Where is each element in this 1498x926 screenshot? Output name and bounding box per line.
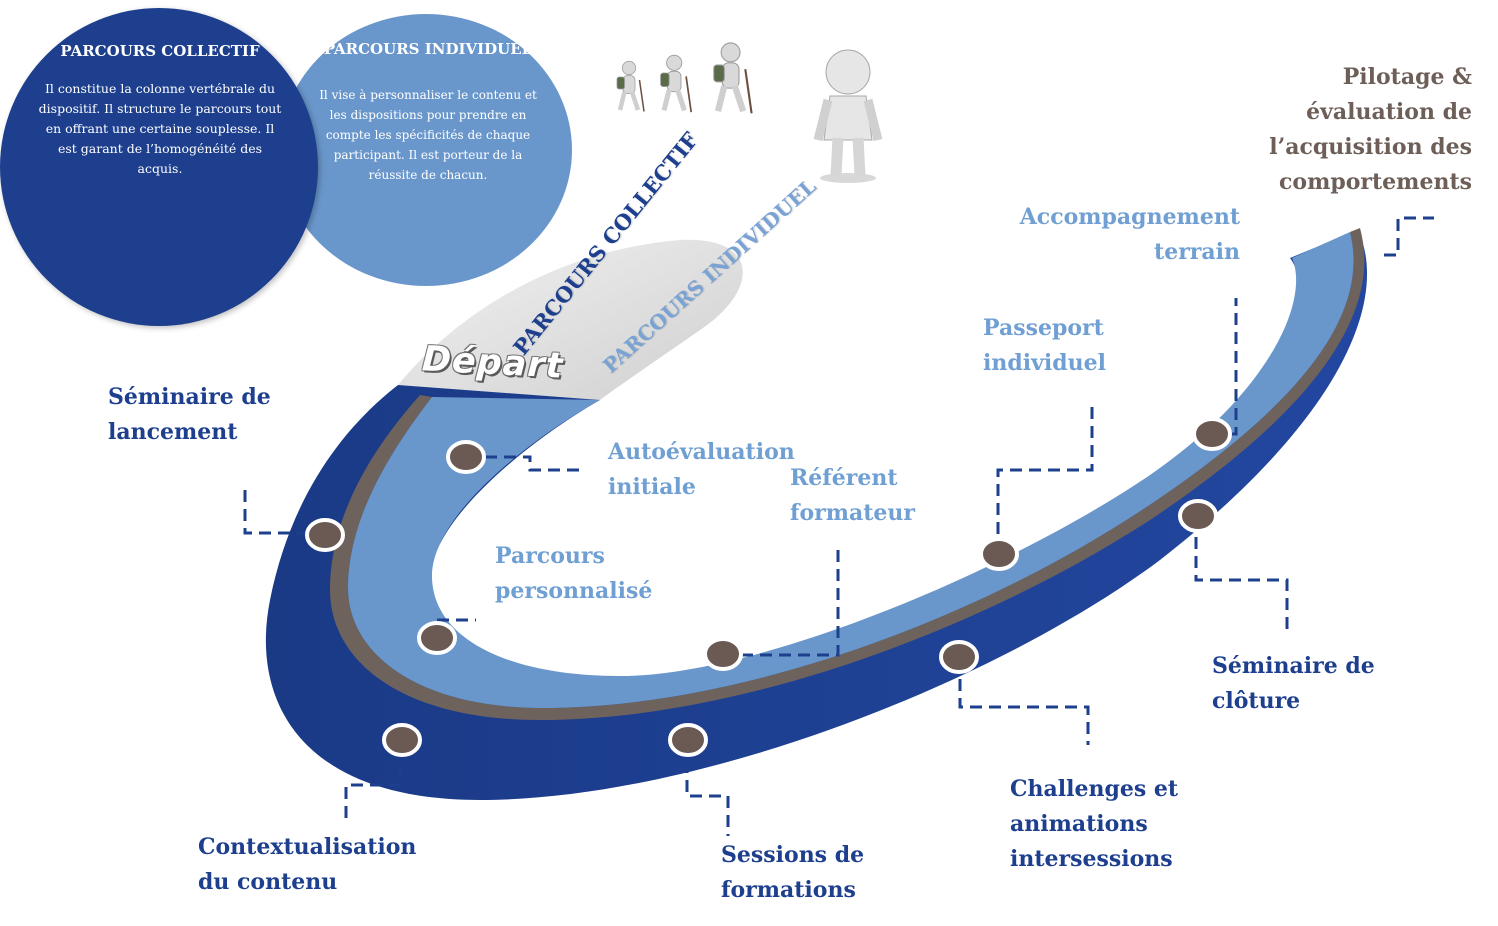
step-accompagnement-terrain: Accompagnement terrain xyxy=(1019,204,1240,265)
markers xyxy=(305,417,1232,757)
marker-sessions xyxy=(668,723,708,757)
marker-seminaire-lancement xyxy=(305,518,345,552)
marker-accompagnement xyxy=(1192,417,1232,451)
person-icon xyxy=(813,49,883,183)
step-seminaire-lancement: Séminaire de lancement xyxy=(108,384,271,445)
marker-parcours-perso xyxy=(417,621,457,655)
depart-platform xyxy=(398,239,743,400)
circle-collectif-text: Il constitue la colonne vertébrale du di… xyxy=(38,81,282,176)
circle-individuel-text: Il vise à personnaliser le contenu et le… xyxy=(319,88,537,182)
circle-collectif-title: PARCOURS COLLECTIF xyxy=(60,42,260,60)
step-challenges: Challenges et animations intersessions xyxy=(1010,776,1179,872)
step-seminaire-cloture: Séminaire de clôture xyxy=(1212,653,1375,714)
circle-parcours-collectif: PARCOURS COLLECTIF Il constitue la colon… xyxy=(0,8,318,326)
marker-autoevaluation xyxy=(446,440,486,474)
depart-label: Départ xyxy=(421,339,565,387)
step-passeport-individuel: Passeport individuel xyxy=(983,315,1106,376)
connector-referent xyxy=(722,548,840,657)
step-referent-formateur: Référent formateur xyxy=(790,465,916,526)
marker-seminaire-cloture xyxy=(1178,499,1218,533)
step-pilotage-evaluation: Pilotage & évaluation de l’acquisition d… xyxy=(1269,64,1472,195)
step-autoevaluation: Autoévaluation initiale xyxy=(608,439,795,500)
connector-challenges xyxy=(958,660,1090,745)
connector-contextualisation xyxy=(344,742,402,818)
hikers-icon xyxy=(616,42,753,114)
connector-sessions xyxy=(685,742,730,836)
track-individuel xyxy=(348,232,1354,708)
connectors xyxy=(243,216,1434,836)
connector-autoevaluation xyxy=(466,455,580,472)
circle-individuel-title: PARCOURS INDIVIDUEL xyxy=(323,40,533,58)
step-contextualisation: Contextualisation du contenu xyxy=(198,834,417,895)
connector-seminaire-cloture xyxy=(1194,518,1289,632)
marker-passeport xyxy=(979,537,1019,571)
connector-passeport xyxy=(996,402,1094,553)
marker-contextualisation xyxy=(382,723,422,757)
connector-pilotage xyxy=(1384,216,1434,257)
circle-parcours-individuel: PARCOURS INDIVIDUEL Il vise à personnali… xyxy=(280,14,572,286)
step-parcours-personnalise: Parcours personnalisé xyxy=(495,543,653,604)
step-sessions-formations: Sessions de formations xyxy=(721,842,865,903)
connector-seminaire-lancement xyxy=(243,490,322,535)
marker-referent xyxy=(703,637,743,671)
marker-challenges xyxy=(939,640,979,674)
